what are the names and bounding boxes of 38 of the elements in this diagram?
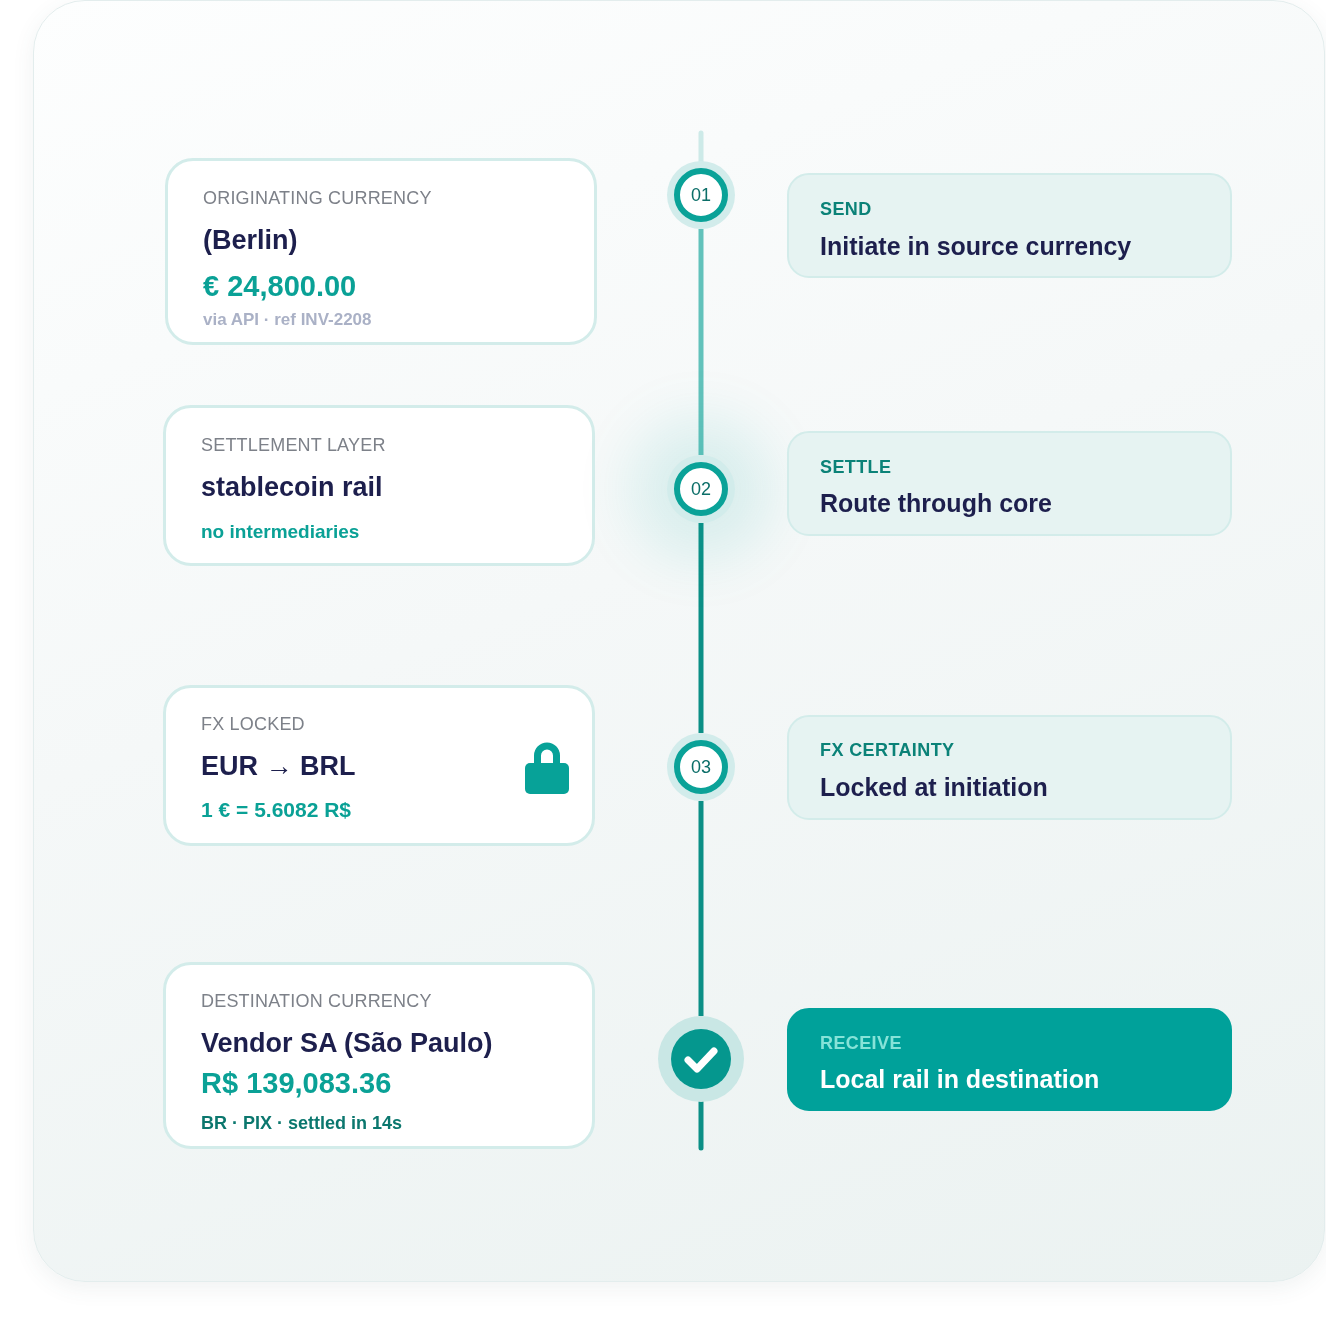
rate-text: 1 € = 5.6082 R$ (201, 798, 352, 822)
card-label: SETTLEMENT LAYER (201, 434, 386, 456)
detail-text: no intermediaries (201, 521, 360, 543)
step-label: FX CERTAINTY (820, 739, 955, 761)
step-label: RECEIVE (820, 1032, 902, 1054)
step-card (787, 173, 1232, 278)
card-title: EUR → BRL (201, 750, 356, 782)
step-label: SEND (820, 198, 872, 220)
step-title: Route through core (820, 488, 1052, 518)
step-number: 02 (691, 479, 711, 499)
info-card (163, 962, 595, 1149)
connector-line (698, 1099, 704, 1151)
detail-text: BR · PIX · settled in 14s (201, 1112, 403, 1134)
card-label: FX LOCKED (201, 713, 305, 735)
card-title: (Berlin) (203, 224, 298, 256)
card-label: DESTINATION CURRENCY (201, 990, 432, 1012)
step-title: Initiate in source currency (820, 231, 1132, 261)
step-card (787, 715, 1232, 820)
card-title: Vendor SA (São Paulo) (201, 1027, 493, 1059)
step-number: 01 (691, 185, 711, 205)
step-title: Local rail in destination (820, 1064, 1100, 1094)
connector-line (698, 801, 704, 1016)
amount-text: € 24,800.00 (203, 269, 357, 303)
step-label: SETTLE (820, 456, 892, 478)
info-card (163, 405, 595, 566)
step-title: Locked at initiation (820, 772, 1048, 802)
info-card (163, 685, 595, 846)
connector-line (698, 130, 704, 164)
card-title: stablecoin rail (201, 471, 383, 503)
step-number: 03 (691, 757, 711, 777)
highlighted-step-card (787, 1008, 1232, 1111)
connector-line (698, 523, 704, 733)
detail-text: via API · ref INV-2208 (203, 310, 372, 330)
card-label: ORIGINATING CURRENCY (203, 187, 432, 209)
info-card (165, 158, 597, 345)
step-card (787, 431, 1232, 536)
amount-text: R$ 139,083.36 (201, 1066, 392, 1100)
connector-line (698, 229, 704, 455)
